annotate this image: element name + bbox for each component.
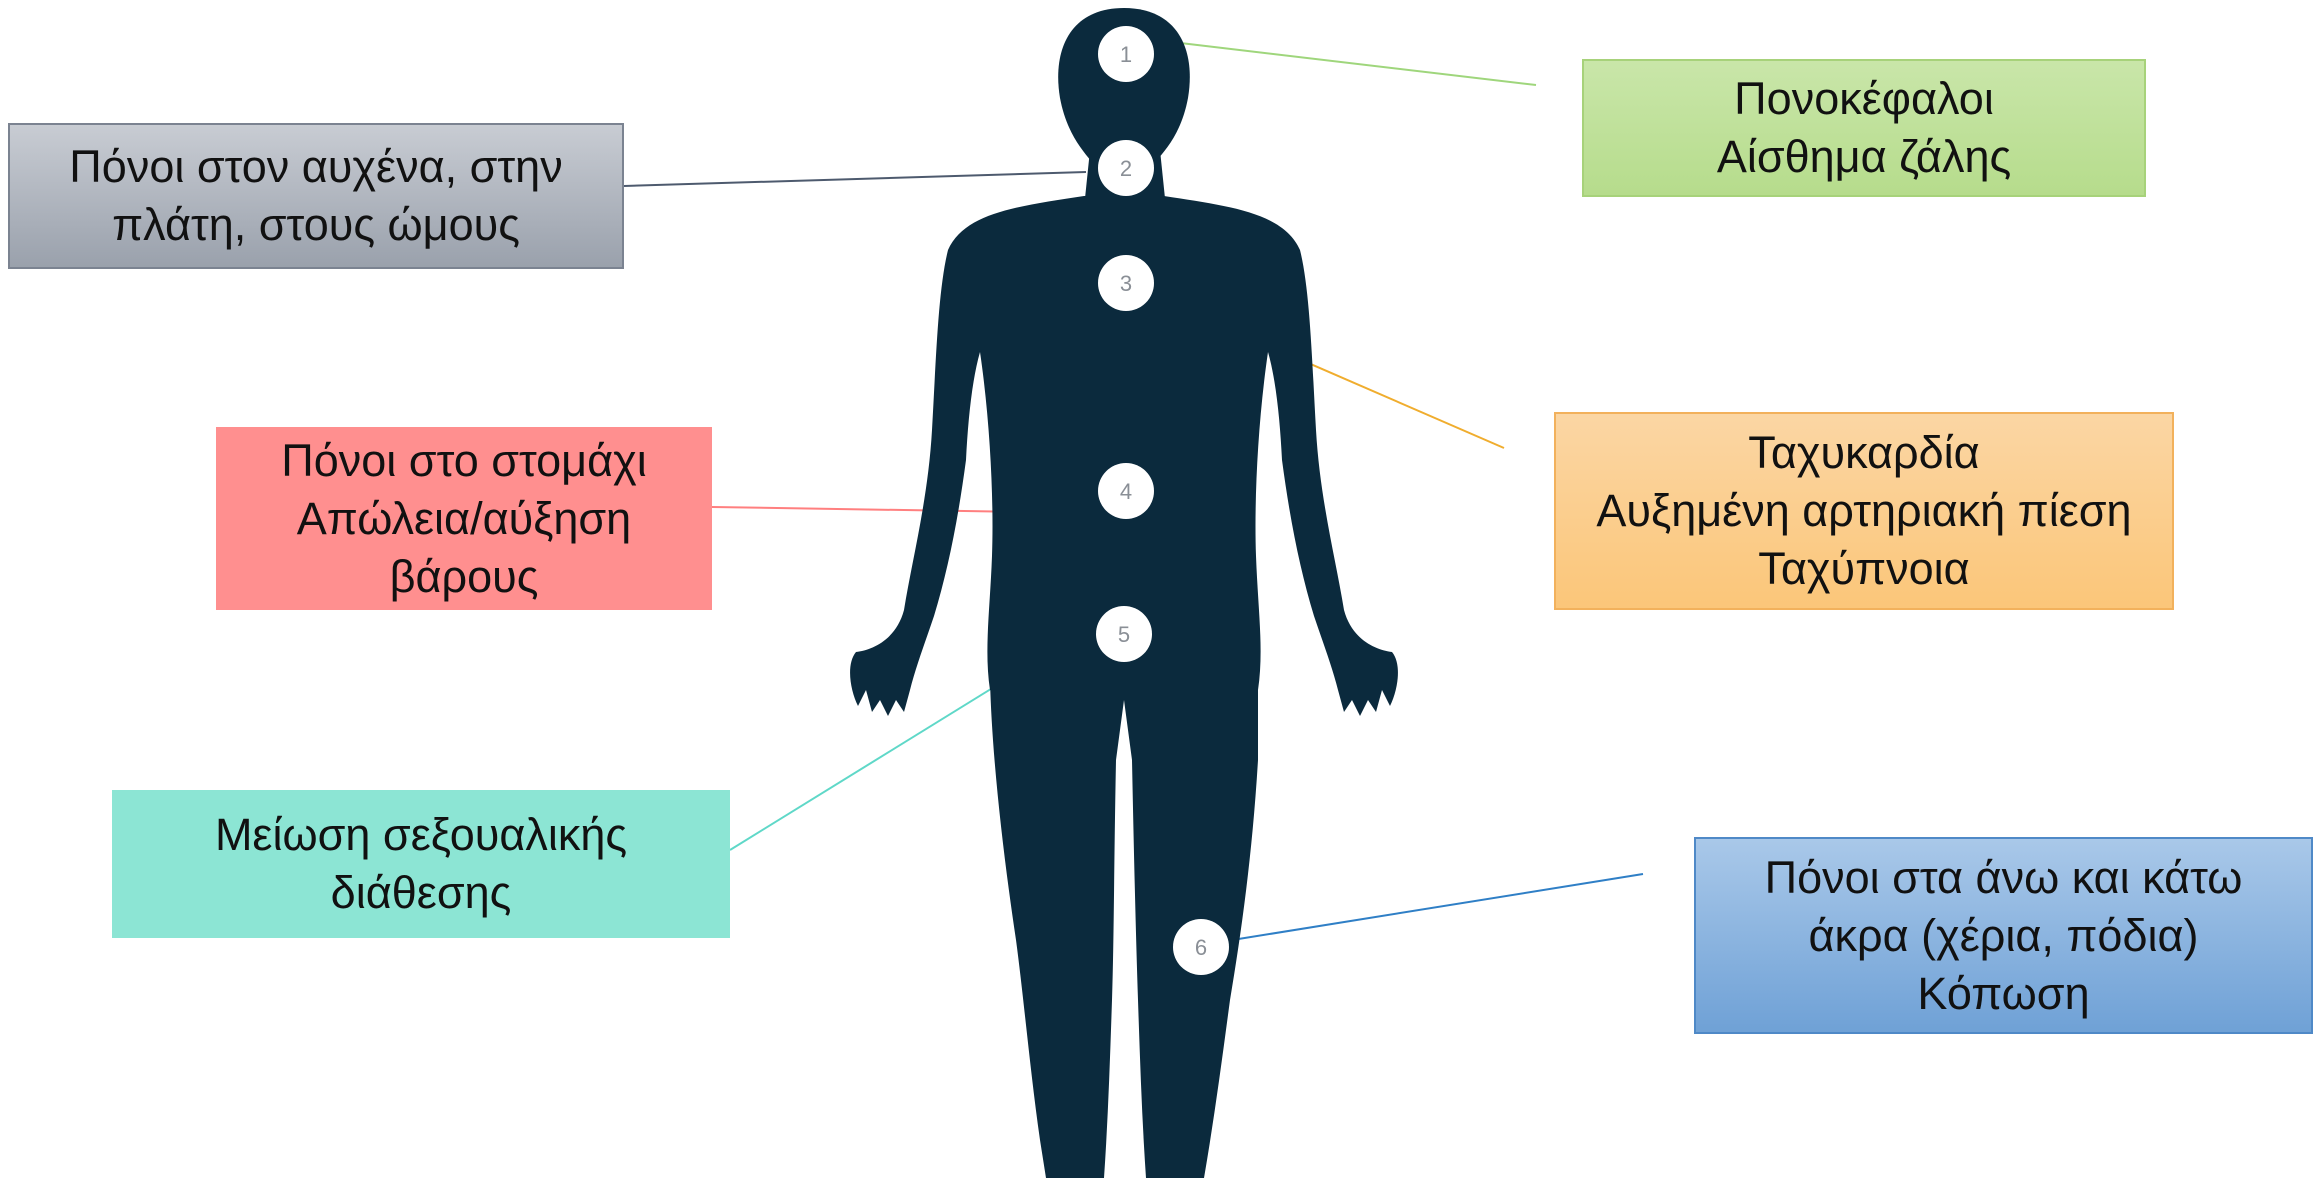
marker-5: 5 (1096, 606, 1152, 662)
marker-3: 3 (1098, 255, 1154, 311)
label-limbs-line-2: άκρα (χέρια, πόδια) (1808, 907, 2198, 965)
label-limbs-line-3: Κόπωση (1917, 965, 2089, 1023)
marker-6-number: 6 (1195, 935, 1207, 960)
label-stomach-line-2: Απώλεια/αύξηση (297, 490, 631, 548)
label-stomach-line-3: βάρους (390, 548, 539, 606)
label-pelvis-line-1: Μείωση σεξουαλικής (215, 806, 627, 864)
label-pelvis-line-2: διάθεσης (331, 864, 512, 922)
marker-4: 4 (1098, 463, 1154, 519)
label-head-line-1: Πονοκέφαλοι (1734, 70, 1994, 128)
marker-5-number: 5 (1118, 622, 1130, 647)
connector-line-1 (1172, 42, 1536, 85)
marker-2-number: 2 (1120, 156, 1132, 181)
label-limbs-line-1: Πόνοι στα άνω και κάτω (1765, 849, 2243, 907)
label-chest-line-2: Αυξημένη αρτηριακή πίεση (1596, 482, 2131, 540)
label-head-line-2: Αίσθημα ζάλης (1717, 128, 2011, 186)
label-neck-line-1: Πόνοι στον αυχένα, στην (69, 138, 562, 196)
marker-3-number: 3 (1120, 271, 1132, 296)
connector-line-2 (624, 172, 1086, 186)
marker-2: 2 (1098, 140, 1154, 196)
connector-line-6 (1226, 874, 1643, 941)
label-box-chest: Ταχυκαρδία Αυξημένη αρτηριακή πίεση Ταχύ… (1554, 412, 2174, 610)
connector-line-4 (712, 507, 1028, 512)
label-box-pelvis: Μείωση σεξουαλικής διάθεσης (112, 790, 730, 938)
label-stomach-line-1: Πόνοι στο στομάχι (281, 432, 647, 490)
label-chest-line-3: Ταχύπνοια (1758, 540, 1969, 598)
label-box-limbs: Πόνοι στα άνω και κάτω άκρα (χέρια, πόδι… (1694, 837, 2313, 1034)
label-box-stomach: Πόνοι στο στομάχι Απώλεια/αύξηση βάρους (216, 427, 712, 610)
label-neck-line-2: πλάτη, στους ώμους (112, 196, 520, 254)
marker-6: 6 (1173, 919, 1229, 975)
marker-1: 1 (1098, 26, 1154, 82)
label-box-head: Πονοκέφαλοι Αίσθημα ζάλης (1582, 59, 2146, 197)
label-box-neck: Πόνοι στον αυχένα, στην πλάτη, στους ώμο… (8, 123, 624, 269)
label-chest-line-1: Ταχυκαρδία (1748, 424, 1979, 482)
marker-1-number: 1 (1120, 42, 1132, 67)
marker-4-number: 4 (1120, 479, 1132, 504)
